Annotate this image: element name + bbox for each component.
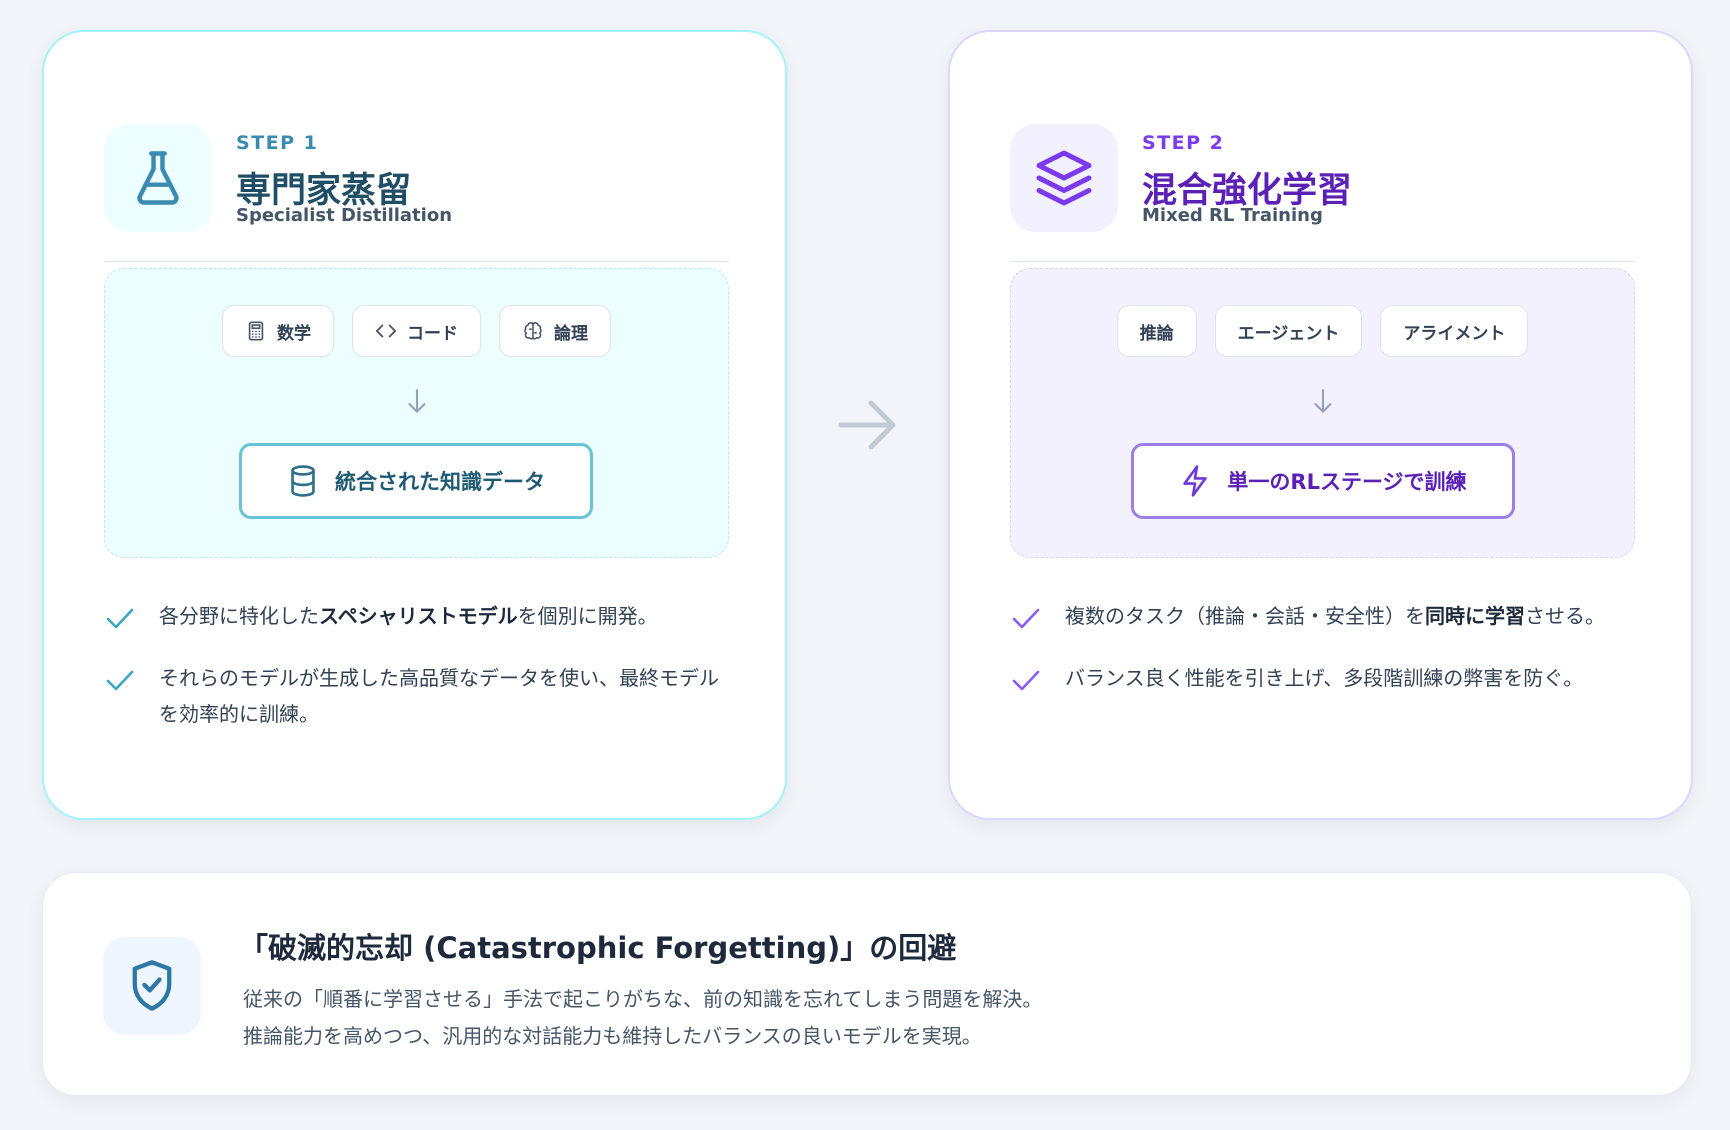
down-arrow-icon	[105, 387, 728, 417]
list-item: それらのモデルが生成した高品質なデータを使い、最終モデルを効率的に訓練。	[104, 660, 729, 732]
flask-icon	[104, 124, 212, 232]
layers-icon	[1010, 124, 1118, 232]
note-title: 「破滅的忘却 (Catastrophic Forgetting)」の回避	[239, 931, 957, 965]
right-arrow-icon	[838, 400, 896, 450]
chip-label: エージェント	[1237, 323, 1340, 344]
step-title: 専門家蒸留	[236, 171, 412, 211]
list-item: 複数のタスク（推論・会話・安全性）を同時に学習させる。	[1010, 598, 1635, 634]
step1-flow-panel: 数学 コード 論理 統合された知識データ	[104, 268, 729, 558]
chip-label: コード	[407, 323, 458, 344]
step-subtitle: Specialist Distillation	[236, 205, 453, 226]
chip-label: 論理	[554, 323, 588, 344]
result-label: 単一のRLステージで訓練	[1227, 470, 1467, 494]
list-item: バランス良く性能を引き上げ、多段階訓練の弊害を防ぐ。	[1010, 660, 1635, 696]
check-icon	[1012, 608, 1040, 629]
result-label: 統合された知識データ	[335, 470, 545, 494]
down-arrow-icon	[1011, 387, 1634, 417]
chip-alignment: アライメント	[1380, 305, 1529, 357]
chip-label: 数学	[277, 323, 311, 344]
code-icon	[375, 324, 397, 338]
result-box: 統合された知識データ	[239, 443, 593, 519]
step2-flow-panel: 推論 エージェント アライメント 単一のRLステージで訓練	[1010, 268, 1635, 558]
step2-header: STEP 2 混合強化学習 Mixed RL Training	[1010, 92, 1635, 262]
chip-math: 数学	[222, 305, 334, 357]
note-line: 推論能力を高めつつ、汎用的な対話能力も維持したバランスの良いモデルを実現。	[243, 1024, 982, 1048]
result-box: 単一のRLステージで訓練	[1131, 443, 1515, 519]
check-icon	[1012, 670, 1040, 691]
chip-reasoning: 推論	[1116, 305, 1197, 357]
chip-label: アライメント	[1403, 323, 1506, 344]
brain-icon	[524, 322, 542, 340]
step1-header: STEP 1 専門家蒸留 Specialist Distillation	[104, 92, 729, 262]
chip-row: 数学 コード 論理	[105, 305, 728, 357]
check-icon	[106, 670, 134, 691]
calculator-icon	[248, 321, 264, 341]
chip-row: 推論 エージェント アライメント	[1011, 305, 1634, 357]
chip-label: 推論	[1139, 323, 1174, 344]
note-text: 従来の「順番に学習させる」手法で起こりがちな、前の知識を忘れてしまう問題を解決。…	[243, 981, 1042, 1055]
forgetting-note-card: 「破滅的忘却 (Catastrophic Forgetting)」の回避 従来の…	[42, 872, 1692, 1096]
step2-bullets: 複数のタスク（推論・会話・安全性）を同時に学習させる。 バランス良く性能を引き上…	[1010, 598, 1635, 722]
step-title: 混合強化学習	[1142, 171, 1353, 211]
note-line: 従来の「順番に学習させる」手法で起こりがちな、前の知識を忘れてしまう問題を解決。	[243, 987, 1043, 1011]
step-label: STEP 2	[1142, 132, 1225, 154]
check-icon	[106, 608, 134, 629]
shield-check-icon	[103, 937, 201, 1035]
step2-card: STEP 2 混合強化学習 Mixed RL Training 推論 エージェン…	[948, 30, 1693, 820]
step-label: STEP 1	[236, 132, 319, 154]
step1-bullets: 各分野に特化したスペシャリストモデルを個別に開発。 それらのモデルが生成した高品…	[104, 598, 729, 758]
lightning-icon	[1183, 465, 1208, 497]
database-icon	[291, 465, 315, 497]
step-subtitle: Mixed RL Training	[1142, 205, 1323, 226]
chip-agent: エージェント	[1214, 305, 1363, 357]
list-item: 各分野に特化したスペシャリストモデルを個別に開発。	[104, 598, 729, 634]
chip-logic: 論理	[499, 305, 611, 357]
step1-card: STEP 1 専門家蒸留 Specialist Distillation 数学 …	[42, 30, 787, 820]
chip-code: コード	[352, 305, 481, 357]
